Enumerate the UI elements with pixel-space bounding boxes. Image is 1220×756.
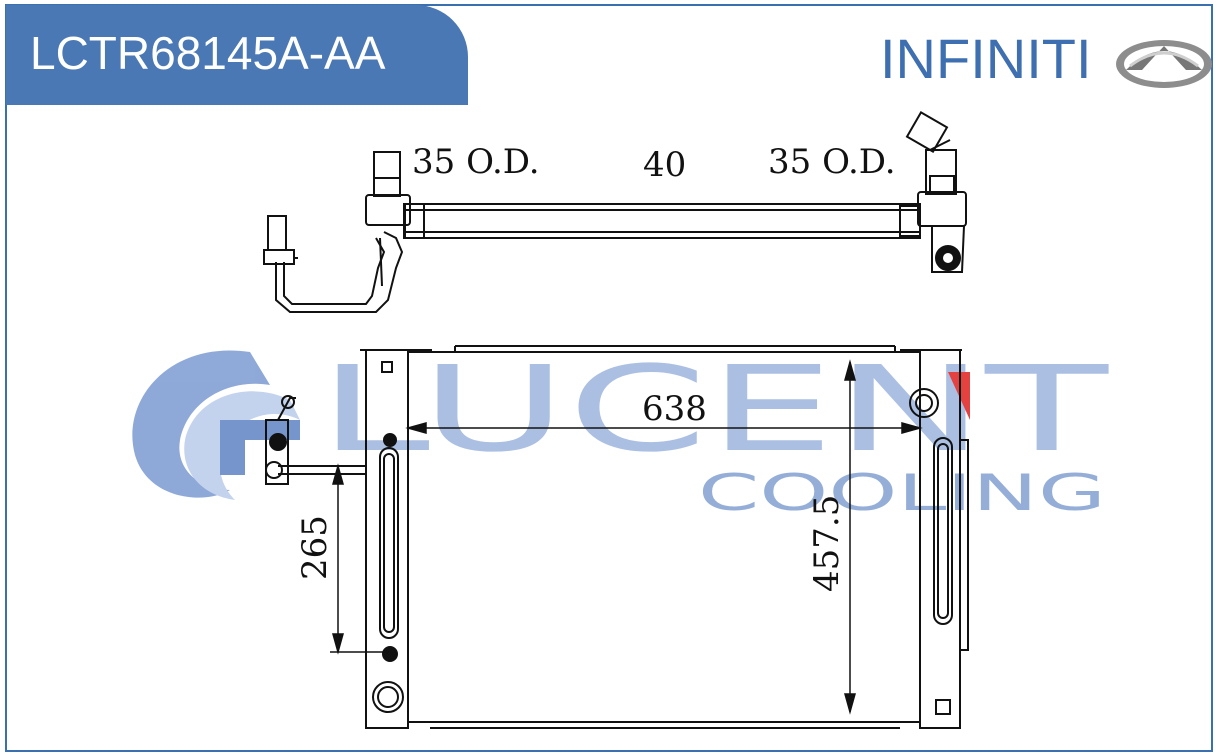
part-number-tab [6,5,468,105]
side-bracket [265,419,289,485]
watermark-name: LUCENT [318,340,1110,478]
mount-spacing-dim: 265 [295,515,335,580]
upper-right-port [909,388,939,418]
front-view [265,345,969,729]
lower-left-port [372,681,404,713]
right-drain-fitting [935,699,951,715]
outlet-od-dim: 35 O.D. [768,142,896,182]
core-width-dim: 638 [642,389,707,429]
right-tank-slot [933,437,953,625]
lucent-watermark: LUCENT COOLING [132,340,1110,522]
outlet-pipe [925,149,957,195]
part-number: LCTR68145A-AA [30,27,386,79]
brand-name: INFINITI [880,27,1092,90]
infiniti-logo-icon [1116,40,1212,88]
top-right-tank [917,191,967,227]
left-bracket-clip [267,215,287,251]
left-tank-slot [379,447,399,639]
core-thickness-dim: 40 [643,145,686,185]
core-height-dim: 457.5 [807,495,847,592]
inlet-od-dim: 35 O.D. [412,142,540,182]
dimension-lines [330,359,923,715]
lower-mount-hole [382,646,398,662]
top-view [263,111,967,313]
watermark-subname: COOLING [698,464,1106,522]
diagram-frame [5,4,1213,752]
inlet-pipe [373,151,401,197]
